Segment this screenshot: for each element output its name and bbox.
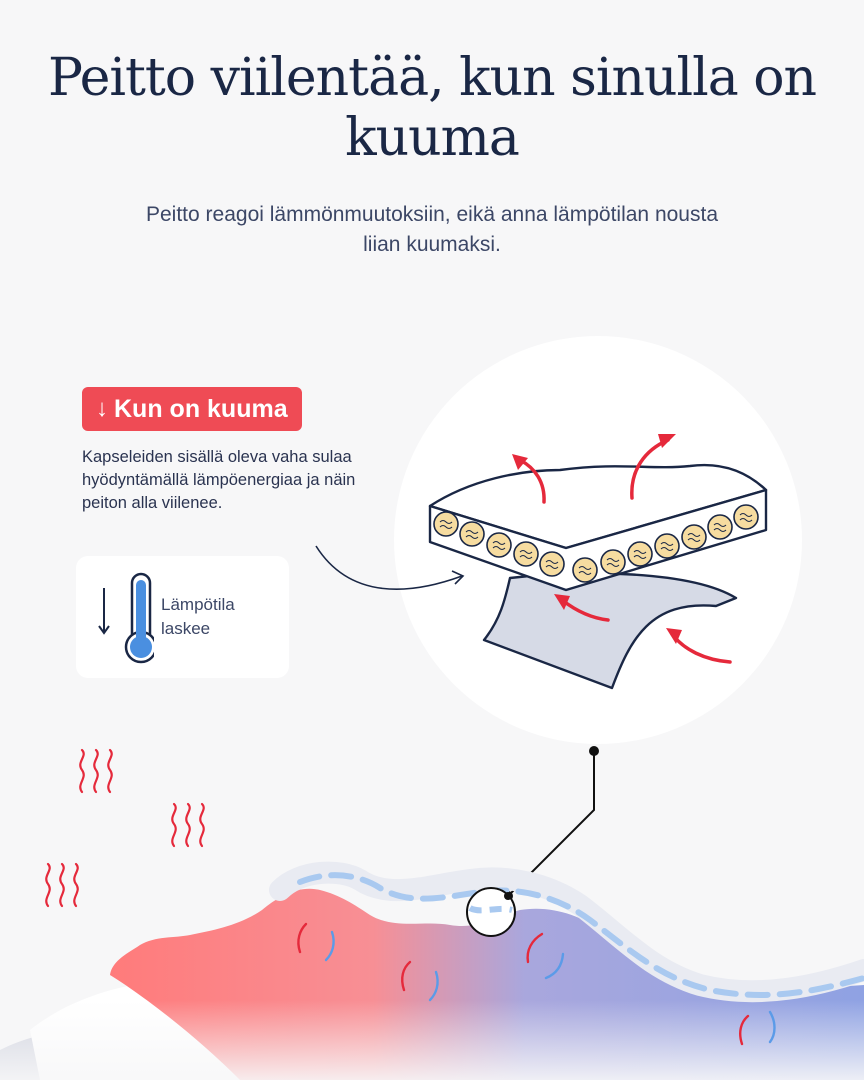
description-text: Kapseleiden sisällä oleva vaha sulaa hyö… — [82, 448, 356, 512]
page-subtitle: Peitto reagoi lämmönmuutoksiin, eikä ann… — [146, 203, 718, 256]
temperature-card: Lämpötila laskee — [76, 556, 289, 678]
arrow-down-icon: ↓ — [96, 395, 108, 422]
thermometer-icon — [98, 572, 154, 664]
blanket-dashed-line — [297, 872, 864, 998]
capsule-row — [433, 504, 759, 583]
blanket-layer-detail — [428, 434, 768, 690]
layer-front — [428, 488, 768, 592]
sleeper-scene — [0, 748, 864, 1080]
temperature-label: Lämpötila laskee — [161, 595, 235, 638]
hot-badge: ↓ Kun on kuuma — [82, 387, 302, 431]
heat-waves — [45, 748, 205, 908]
pointer-arrow — [315, 545, 463, 590]
badge-label: Kun on kuuma — [114, 394, 288, 423]
page-title: Peitto viilentää, kun sinulla on kuuma — [47, 48, 817, 168]
heat-arrowheads — [512, 434, 682, 644]
layer-top — [428, 463, 768, 550]
